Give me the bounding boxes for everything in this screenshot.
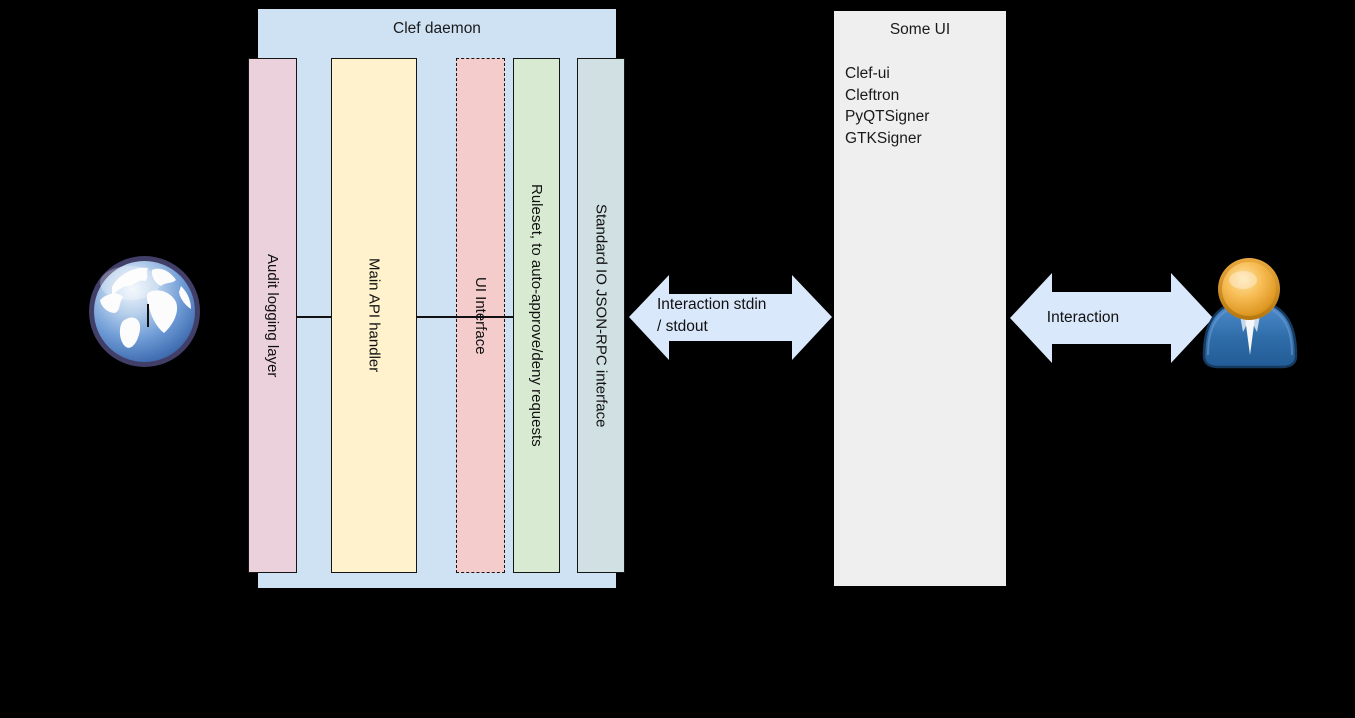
clef-daemon-box [257, 8, 617, 589]
some-ui-title: Some UI [889, 21, 951, 38]
clef-daemon-title: Clef daemon [393, 20, 481, 37]
layer-label-ui-interface: UI Interface [472, 276, 489, 355]
stdin-stdout-arrow [629, 275, 832, 360]
connector-audit-to-api [297, 316, 331, 318]
globe-icon [89, 256, 200, 367]
user-icon [1202, 258, 1298, 369]
some-ui-item-cleftron: Cleftron [845, 86, 900, 104]
layer-bar-main-api-handler: Main API handler [331, 58, 417, 573]
layer-bar-stdio-jsonrpc: Standard IO JSON-RPC interface [577, 58, 625, 573]
some-ui-item-pyqtsigner: PyQTSigner [845, 108, 930, 125]
stdin-arrow-label-line1: Interaction stdin [657, 296, 767, 313]
user-interaction-arrow [1010, 273, 1213, 363]
layer-bar-ruleset: Ruleset, to auto-approve/deny requests [513, 58, 560, 573]
layer-label-ruleset: Ruleset, to auto-approve/deny requests [528, 184, 545, 447]
some-ui-item-gtksigner: GTKSigner [845, 129, 922, 147]
layer-bar-ui-interface: UI Interface [456, 58, 505, 573]
globe-connector-tick [147, 304, 149, 327]
connector-api-to-ruleset [417, 316, 513, 318]
layer-label-stdio-jsonrpc: Standard IO JSON-RPC interface [592, 203, 610, 428]
layer-label-audit-logging: Audit logging layer [264, 253, 281, 378]
layer-bar-audit-logging: Audit logging layer [248, 58, 297, 573]
some-ui-box [833, 10, 1007, 587]
some-ui-item-clef-ui: Clef-ui [845, 65, 890, 82]
some-ui-list: Clef-ui Cleftron PyQTSigner GTKSigner [845, 63, 1000, 149]
layer-label-main-api-handler: Main API handler [365, 258, 383, 373]
stdin-stdout-arrow-label: Interaction stdin / stdout [657, 294, 807, 338]
stdin-arrow-label-line2: / stdout [657, 318, 708, 335]
user-interaction-arrow-label: Interaction [1046, 309, 1120, 326]
